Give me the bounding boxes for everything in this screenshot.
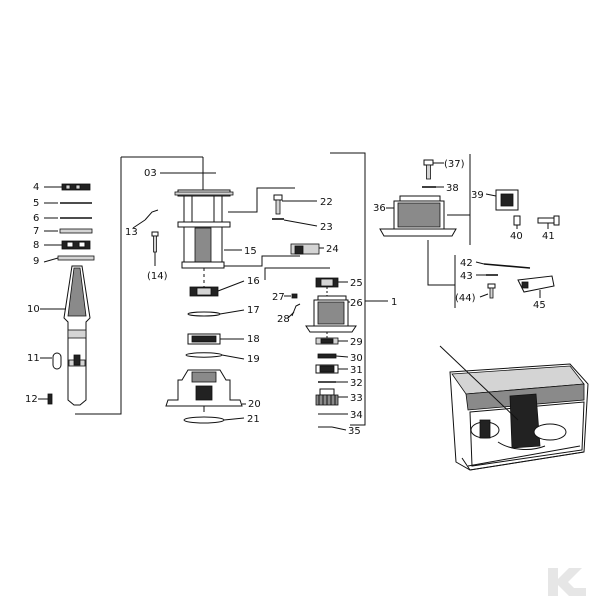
part-24-block [290,243,324,255]
label-38: 38 [446,183,459,194]
label-03: 03 [144,168,157,179]
part-22-bolt [273,194,317,215]
label-13: 13 [125,227,138,238]
label-43: 43 [460,271,473,282]
part-45-bracket [517,275,555,298]
part-26-housing [305,295,357,333]
label-37: (37) [444,159,465,170]
part-44-bolt [479,283,496,299]
part-10-shaft [40,265,91,406]
part-12-pin [38,393,53,405]
label-1: 1 [391,297,397,308]
inset-detail-view [439,345,589,471]
part-25-bearing [315,277,348,288]
label-32: 32 [350,378,363,389]
label-16: 16 [247,276,260,287]
group-bracket-lines [75,152,471,426]
label-7: 7 [33,226,39,237]
part-33-gear [315,388,348,406]
label-42: 42 [460,258,473,269]
part-19-ring [185,352,245,360]
label-12: 12 [25,394,38,405]
label-11: 11 [27,353,40,364]
part-18-bearing [187,333,244,345]
part-35-clip [318,426,347,431]
label-6: 6 [33,213,39,224]
label-25: 25 [350,278,363,289]
part-9-ring [43,255,95,263]
k-brand-logo-icon [548,568,586,596]
part-21-gasket [183,416,245,424]
label-27: 27 [272,292,285,303]
label-22: 22 [320,197,333,208]
part-11-key [40,352,62,370]
part-23-washer [272,218,318,227]
part-8-bearing [44,240,91,250]
label-10: 10 [27,304,40,315]
label-8: 8 [33,240,39,251]
part-39-bracket [485,189,519,211]
label-26: 26 [350,298,363,309]
label-39: 39 [471,190,484,201]
label-5: 5 [33,198,39,209]
part-16-bearing [189,280,245,297]
part-4-bushing [44,183,91,191]
label-30: 30 [350,353,363,364]
label-36: 36 [373,203,386,214]
part-28-pin [287,303,301,319]
label-19: 19 [247,354,260,365]
part-37-bolt [423,159,444,180]
part-27-nut [284,293,298,299]
label-20: 20 [248,399,261,410]
part-30-washer [317,353,349,359]
label-9: 9 [33,256,39,267]
part-14-bolt [151,231,159,266]
label-41: 41 [542,231,555,242]
part-36-hub [379,195,457,237]
part-41-bolt [537,215,560,229]
part-40-pin [513,215,521,229]
part-17-washer [187,309,245,317]
label-33: 33 [350,393,363,404]
label-21: 21 [247,414,260,425]
part-29-bearing [315,337,348,345]
label-29: 29 [350,337,363,348]
label-45: 45 [533,300,546,311]
label-24: 24 [326,244,339,255]
part-31-bearing [315,364,348,374]
label-14: (14) [147,271,168,282]
part-7-shim [44,228,93,234]
part-42-rod [475,261,531,269]
label-4: 4 [33,182,39,193]
label-35: 35 [348,426,361,437]
part-13-clip [132,209,159,229]
label-31: 31 [350,365,363,376]
label-28: 28 [277,314,290,325]
label-44: (44) [455,293,476,304]
label-40: 40 [510,231,523,242]
label-17: 17 [247,305,260,316]
label-15: 15 [244,246,257,257]
part-15-cage [174,178,242,269]
part-20-housing [165,369,246,412]
part-number-labels: 03 1 4 5 6 7 8 9 10 11 12 13 (14) 15 16 … [25,159,555,437]
label-18: 18 [247,334,260,345]
label-34: 34 [350,410,363,421]
label-23: 23 [320,222,333,233]
